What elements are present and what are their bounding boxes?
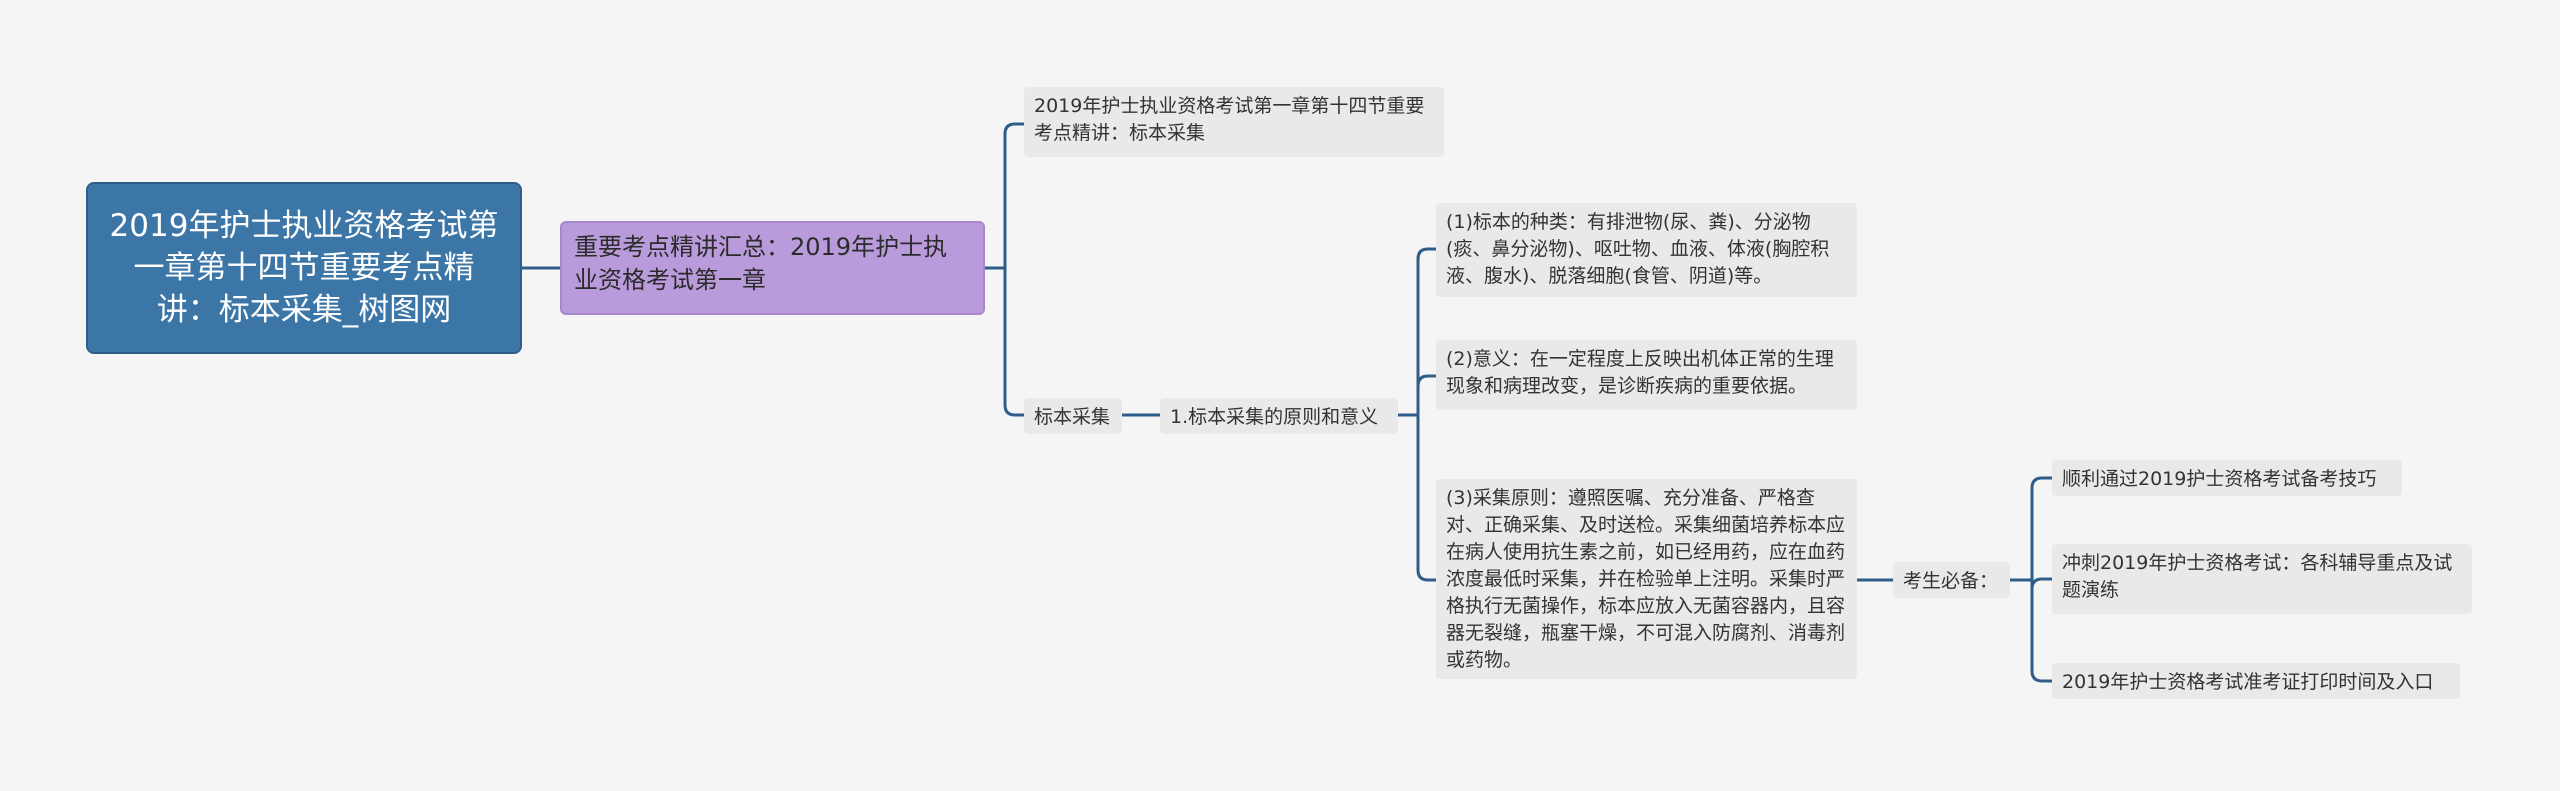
connector-principles-rules bbox=[1416, 415, 1436, 582]
must-have-node-text: 考生必备： bbox=[1903, 570, 1999, 592]
types-node[interactable]: (1)标本的种类：有排泄物(尿、粪)、分泌物(痰、鼻分泌物)、呕吐物、血液、体液… bbox=[1436, 203, 1857, 297]
topic-node-text: 重要考点精讲汇总：2019年护士执业资格考试第一章 bbox=[574, 233, 948, 294]
meaning-node-text: (2)意义：在一定程度上反映出机体正常的生理现象和病理改变，是诊断疾病的重要依据… bbox=[1446, 348, 1834, 397]
principles-node-text: 1.标本采集的原则和意义 bbox=[1170, 406, 1379, 428]
intro-node-text: 2019年护士执业资格考试第一章第十四节重要考点精讲：标本采集 bbox=[1034, 95, 1425, 144]
connector-principles-types bbox=[1398, 247, 1436, 417]
intro-node[interactable]: 2019年护士执业资格考试第一章第十四节重要考点精讲：标本采集 bbox=[1024, 87, 1444, 157]
rules-node-text: (3)采集原则：遵照医嘱、充分准备、严格查对、正确采集、及时送检。采集细菌培养标… bbox=[1446, 487, 1846, 671]
connector-musthave-link2 bbox=[2030, 577, 2052, 590]
root-node[interactable]: 2019年护士执业资格考试第一章第十四节重要考点精讲：标本采集_树图网 bbox=[86, 182, 522, 354]
link-node-1-text: 顺利通过2019护士资格考试备考技巧 bbox=[2062, 468, 2377, 490]
root-node-text: 2019年护士执业资格考试第一章第十四节重要考点精讲：标本采集_树图网 bbox=[109, 208, 499, 328]
connector-topic-intro bbox=[985, 122, 1024, 270]
link-node-2-text: 冲刺2019年护士资格考试：各科辅导重点及试题演练 bbox=[2062, 552, 2453, 601]
meaning-node[interactable]: (2)意义：在一定程度上反映出机体正常的生理现象和病理改变，是诊断疾病的重要依据… bbox=[1436, 340, 1857, 410]
principles-node[interactable]: 1.标本采集的原则和意义 bbox=[1160, 398, 1398, 434]
connector-principles-meaning bbox=[1416, 374, 1436, 415]
connector-topic-sampling bbox=[1003, 268, 1024, 417]
topic-node[interactable]: 重要考点精讲汇总：2019年护士执业资格考试第一章 bbox=[560, 221, 985, 315]
sampling-node[interactable]: 标本采集 bbox=[1024, 398, 1122, 434]
connector-musthave-link3 bbox=[2030, 580, 2052, 683]
must-have-node[interactable]: 考生必备： bbox=[1893, 562, 2010, 598]
link-node-1[interactable]: 顺利通过2019护士资格考试备考技巧 bbox=[2052, 460, 2402, 496]
sampling-node-text: 标本采集 bbox=[1034, 406, 1111, 428]
link-node-3-text: 2019年护士资格考试准考证打印时间及入口 bbox=[2062, 671, 2434, 693]
link-node-2[interactable]: 冲刺2019年护士资格考试：各科辅导重点及试题演练 bbox=[2052, 544, 2472, 614]
types-node-text: (1)标本的种类：有排泄物(尿、粪)、分泌物(痰、鼻分泌物)、呕吐物、血液、体液… bbox=[1446, 211, 1830, 287]
rules-node[interactable]: (3)采集原则：遵照医嘱、充分准备、严格查对、正确采集、及时送检。采集细菌培养标… bbox=[1436, 479, 1857, 679]
connector-musthave-link1 bbox=[2010, 476, 2052, 582]
link-node-3[interactable]: 2019年护士资格考试准考证打印时间及入口 bbox=[2052, 663, 2460, 699]
